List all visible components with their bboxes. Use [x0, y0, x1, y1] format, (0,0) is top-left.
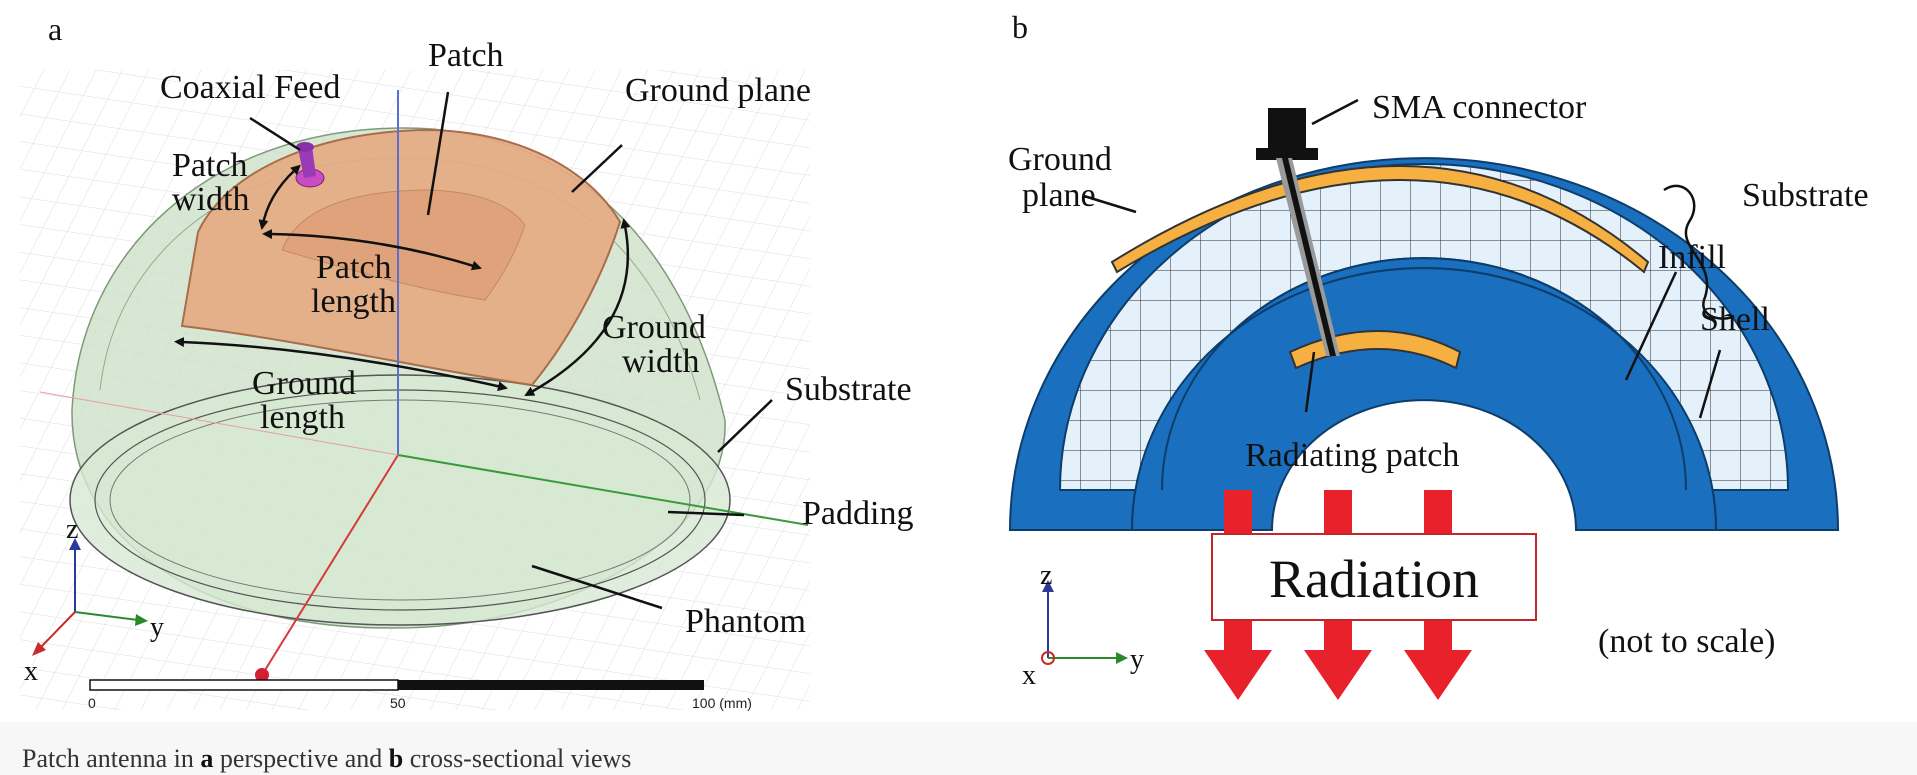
panel-letter-b: b — [1012, 9, 1028, 45]
label-ground-plane-1: Ground — [1008, 141, 1112, 178]
origin-marker — [255, 668, 269, 682]
label-shell: Shell — [1700, 301, 1770, 338]
sma-connector — [1256, 108, 1340, 356]
leader-lines — [249, 91, 773, 610]
label-ground-width-1: Ground — [602, 309, 706, 346]
label-patch-width-2: width — [172, 181, 249, 218]
scale-tick-100: 100 (mm) — [692, 695, 752, 711]
panel-a-perspective-view: a Coaxial Feed Patch Ground plane Patch … — [0, 0, 960, 722]
label-coaxial-feed: Coaxial Feed — [160, 69, 340, 106]
label-ground-plane-2: plane — [1022, 177, 1096, 214]
label-not-to-scale: (not to scale) — [1598, 623, 1776, 660]
panel-letter-a: a — [48, 11, 62, 47]
axis-z-label-b: z — [1040, 560, 1052, 591]
label-patch-width-1: Patch — [172, 147, 248, 184]
caption-letter-a: a — [200, 744, 214, 773]
coordinate-triad-a: z y x — [24, 514, 164, 687]
x-axis-back-line — [39, 391, 399, 456]
label-sma-connector: SMA connector — [1372, 89, 1587, 126]
panel-b-cross-section-view: b SMA connector Ground plane Substrate I… — [960, 0, 1917, 722]
label-ground-length-2: length — [260, 399, 345, 436]
label-substrate: Substrate — [785, 371, 912, 408]
axis-x-label-b: x — [1022, 660, 1036, 691]
label-substrate-b: Substrate — [1742, 177, 1869, 214]
label-patch-length-2: length — [311, 283, 396, 320]
x-axis-line — [261, 454, 399, 676]
caption-letter-b: b — [388, 744, 404, 773]
coordinate-triad-b: z y x — [1022, 560, 1144, 691]
caption-text-1: Patch antenna in — [22, 744, 201, 773]
label-phantom: Phantom — [685, 603, 806, 640]
scale-tick-50: 50 — [390, 695, 406, 711]
axis-z-label: z — [66, 514, 78, 545]
label-patch-length-1: Patch — [316, 249, 392, 286]
radiation-box — [1211, 533, 1537, 621]
scale-bar: 0 50 100 (mm) — [88, 679, 752, 711]
label-patch: Patch — [428, 37, 504, 74]
patch-width-arrow — [258, 164, 301, 230]
dome-base-padding — [69, 374, 731, 626]
label-ground-plane: Ground plane — [625, 72, 811, 109]
cross-section-diagram: b SMA connector Ground plane Substrate I… — [1008, 9, 1869, 700]
patch-length-arrow — [262, 229, 482, 271]
dimension-arrows — [174, 164, 631, 397]
figure-caption: Patch antenna in a perspective and b cro… — [22, 744, 631, 774]
inner-shell — [1130, 267, 1718, 531]
y-axis-line — [397, 454, 809, 526]
label-ground-width-2: width — [622, 343, 699, 380]
ground-length-arrow — [174, 337, 508, 392]
axis-y-label-b: y — [1130, 644, 1144, 675]
axis-y-label: y — [150, 612, 164, 643]
label-padding: Padding — [802, 495, 913, 532]
label-radiating-patch: Radiating patch — [1245, 437, 1459, 474]
axis-x-label: x — [24, 656, 38, 687]
caption-text-2: perspective and — [213, 744, 389, 773]
label-radiation: Radiation — [1269, 549, 1479, 609]
label-infill: Infill — [1658, 239, 1726, 276]
caption-text-3: cross-sectional views — [403, 744, 632, 773]
perspective-diagram: a Coaxial Feed Patch Ground plane Patch … — [20, 11, 913, 711]
label-ground-length-1: Ground — [252, 365, 356, 402]
leader-lines-b — [1083, 98, 1735, 419]
scale-tick-0: 0 — [88, 695, 96, 711]
ground-width-arrow — [524, 218, 631, 397]
